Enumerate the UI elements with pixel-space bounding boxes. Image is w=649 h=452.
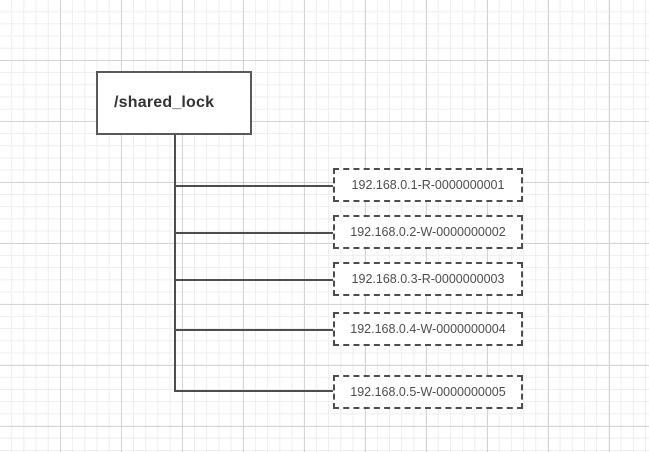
client-node[interactable]: 192.168.0.1-R-0000000001 xyxy=(333,168,523,202)
connector-branch-3 xyxy=(175,279,333,281)
client-node[interactable]: 192.168.0.3-R-0000000003 xyxy=(333,262,523,296)
connector-branch-2 xyxy=(175,232,333,234)
connector-branch-1 xyxy=(175,185,333,187)
client-node-label: 192.168.0.2-W-0000000002 xyxy=(350,225,506,239)
client-node-label: 192.168.0.3-R-0000000003 xyxy=(351,272,505,286)
client-node[interactable]: 192.168.0.2-W-0000000002 xyxy=(333,215,523,249)
root-node-shared-lock[interactable]: /shared_lock xyxy=(96,71,252,135)
client-node-label: 192.168.0.1-R-0000000001 xyxy=(351,178,505,192)
client-node-label: 192.168.0.4-W-0000000004 xyxy=(350,322,506,336)
connector-trunk xyxy=(174,135,176,392)
client-node[interactable]: 192.168.0.5-W-0000000005 xyxy=(333,375,523,409)
connector-branch-5 xyxy=(175,390,333,392)
client-node-label: 192.168.0.5-W-0000000005 xyxy=(350,385,506,399)
root-node-label: /shared_lock xyxy=(114,94,215,111)
client-node[interactable]: 192.168.0.4-W-0000000004 xyxy=(333,312,523,346)
connector-branch-4 xyxy=(175,329,333,331)
